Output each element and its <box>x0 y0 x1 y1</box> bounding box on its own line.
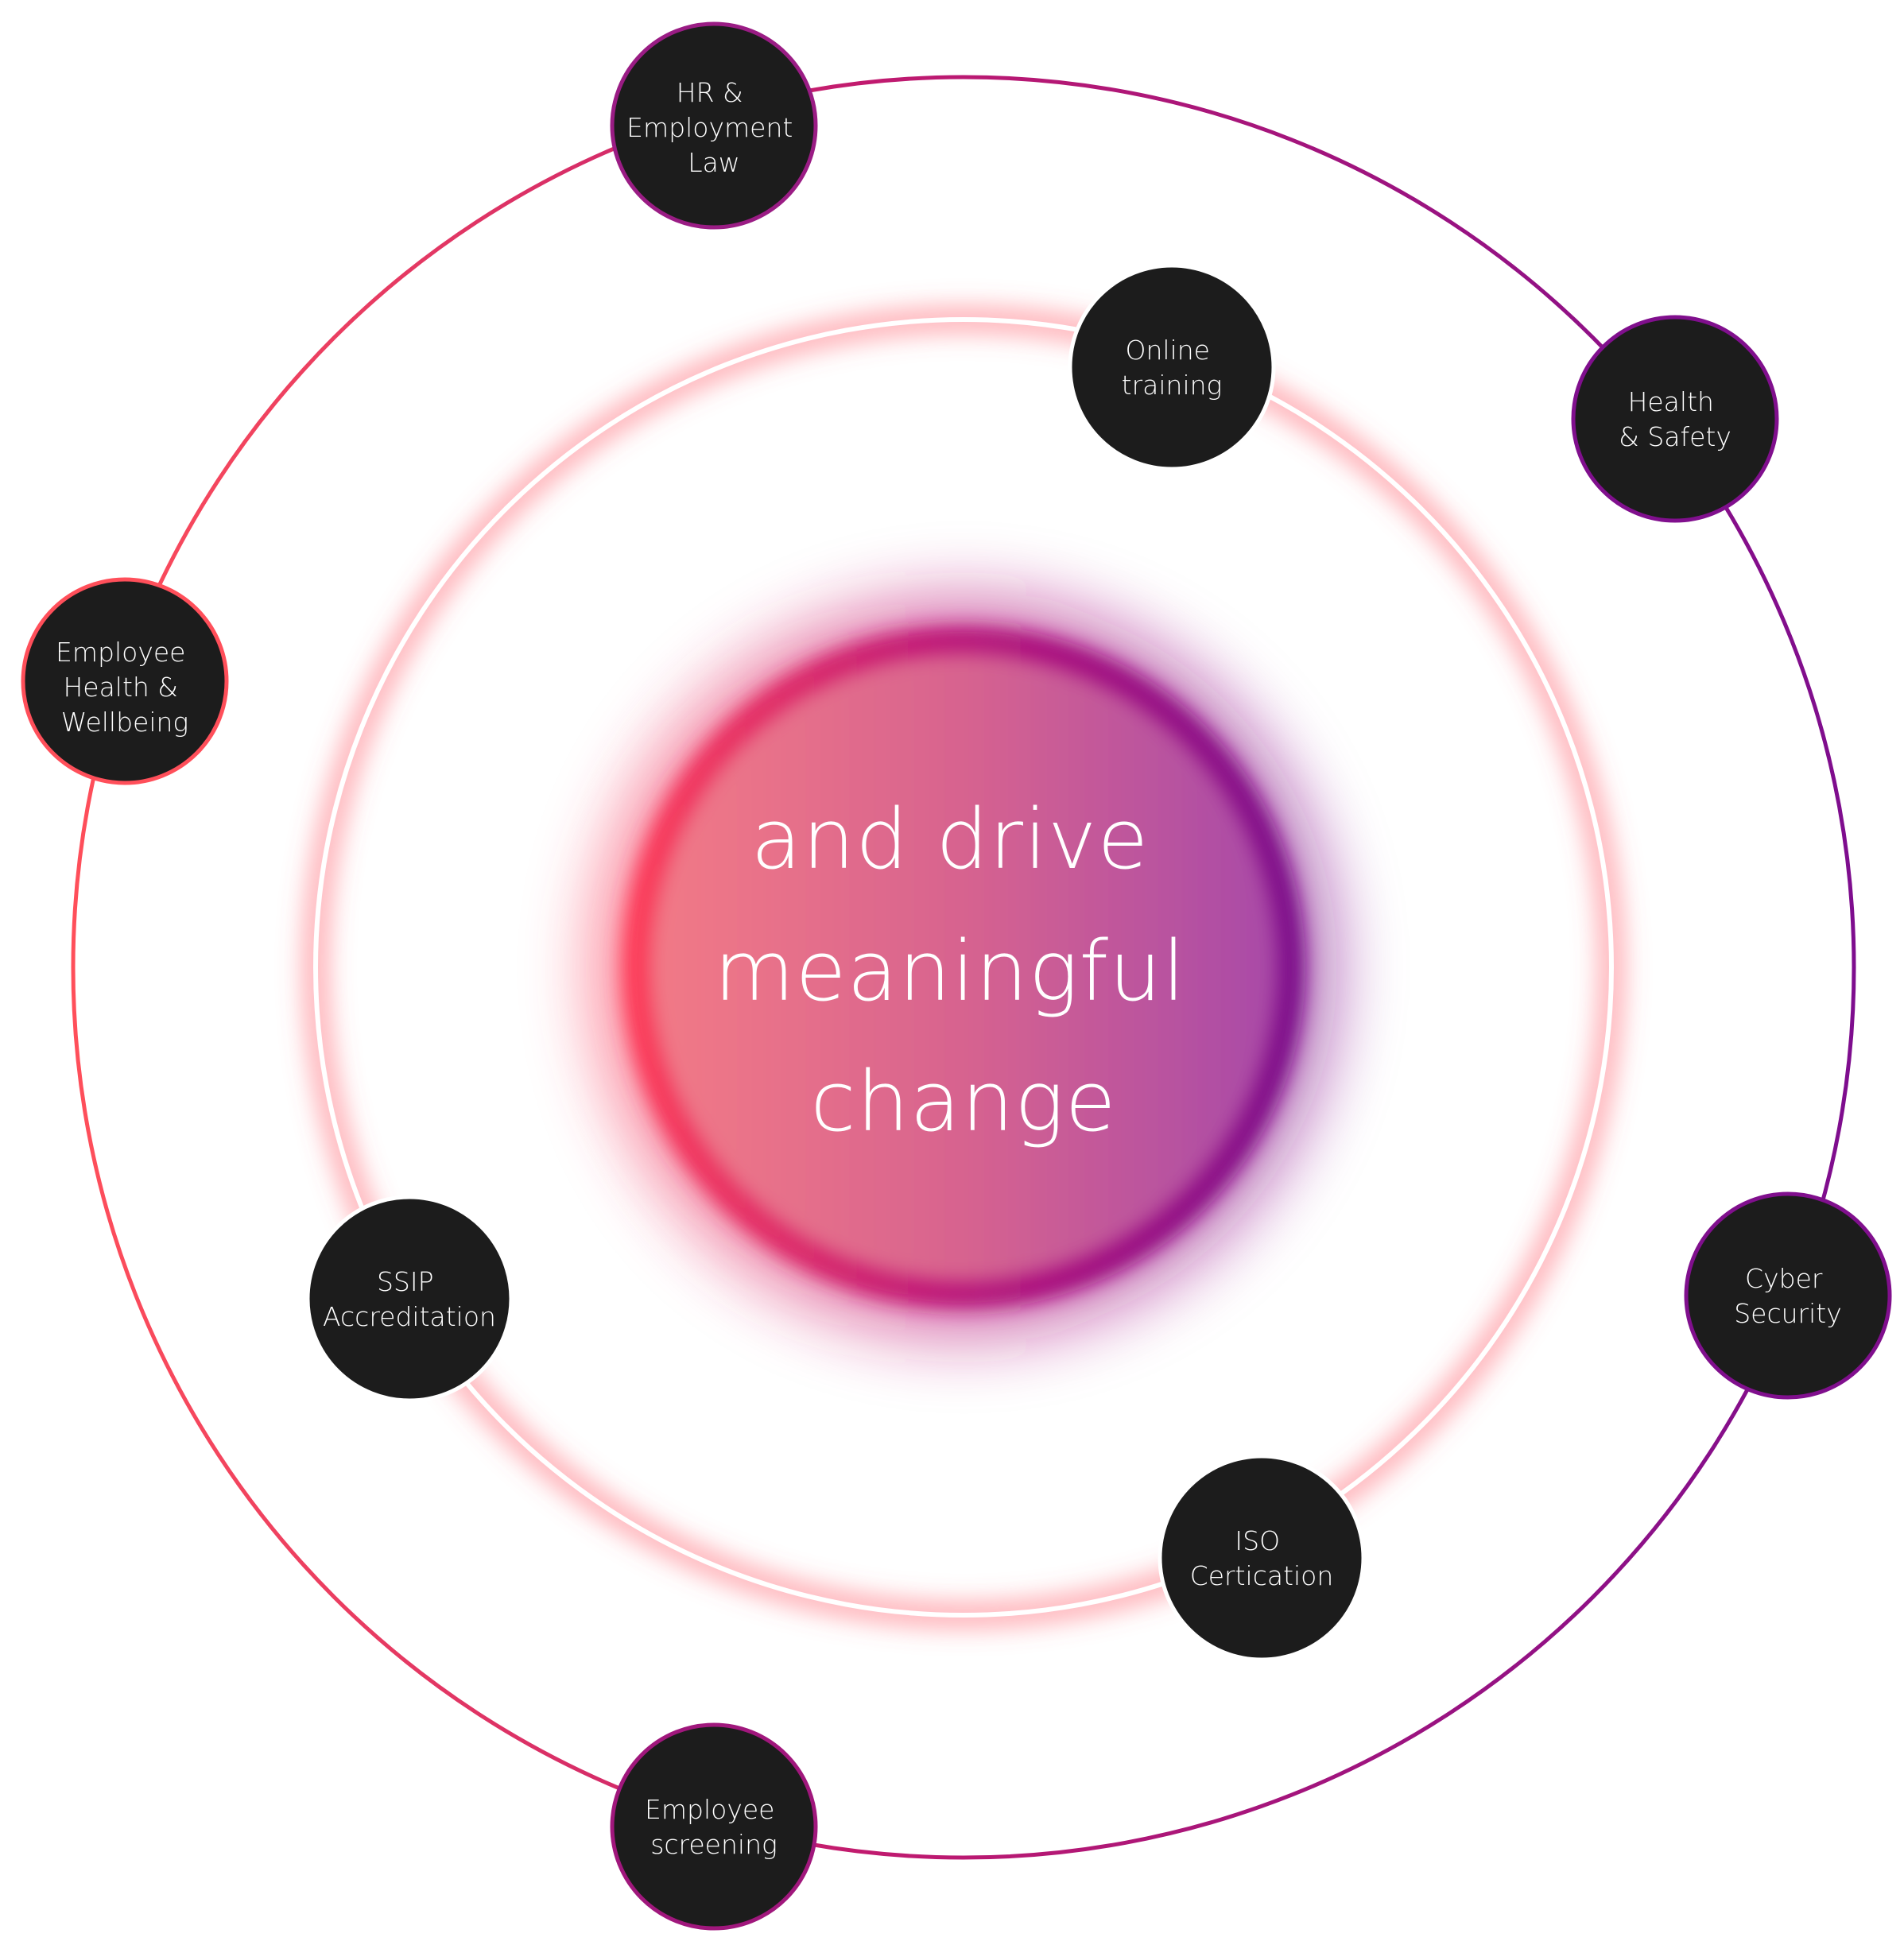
node-iso-certication[interactable]: ISO Certication <box>1158 1454 1366 1662</box>
node-label-line: SSIP <box>377 1266 434 1297</box>
node-employee-screening[interactable]: Employee screening <box>610 1722 818 1931</box>
node-ssip-accreditation[interactable]: SSIP Accreditation <box>305 1195 514 1403</box>
node-label-line: & Safety <box>1619 421 1731 452</box>
svg-text:Employee screening: Employee screening <box>645 1794 783 1860</box>
svg-text:Employee Health &: Employee Health & Wellbeing <box>56 637 194 738</box>
center-line-2: meaningful <box>714 923 1186 1020</box>
node-label-line: Health <box>1628 386 1714 417</box>
node-label-line: Security <box>1734 1298 1842 1329</box>
center-line-3: change <box>810 1053 1116 1150</box>
svg-text:Health & Safety: Health & Safety <box>1619 386 1731 452</box>
node-label-line: Certication <box>1190 1560 1334 1591</box>
node-label-line: Employee <box>645 1794 774 1825</box>
node-label-line: screening <box>650 1829 777 1860</box>
svg-text:Online training: Online training <box>1122 335 1223 401</box>
node-label-line: training <box>1122 370 1223 401</box>
node-label-line: Health & <box>63 672 178 703</box>
node-employee-health-wellbeing[interactable]: Employee Health & Wellbeing <box>21 577 229 785</box>
node-hr-employment-law[interactable]: HR & Employment Law <box>610 21 818 230</box>
center-core <box>650 653 1278 1281</box>
node-label-line: Online <box>1126 335 1210 366</box>
node-label-line: Wellbeing <box>61 707 188 738</box>
svg-text:ISO Certication: ISO Certication <box>1190 1525 1334 1591</box>
node-label-line: Law <box>688 147 740 178</box>
center-line-1: and drive <box>751 791 1150 888</box>
svg-text:HR & Employment La: HR & Employment Law <box>626 77 801 178</box>
node-health-safety[interactable]: Health & Safety <box>1571 315 1779 523</box>
node-label-line: Accreditation <box>323 1301 496 1332</box>
node-label-line: Employment <box>626 112 793 143</box>
node-label-line: HR & <box>677 77 743 108</box>
svg-text:SSIP Accreditation: SSIP Accreditation <box>323 1266 496 1332</box>
node-cyber-security[interactable]: Cyber Security <box>1684 1191 1892 1400</box>
node-label-line: Cyber <box>1745 1263 1823 1294</box>
center-text: and drive meaningful change <box>714 791 1213 1150</box>
svg-text:Cyber Security: Cyber Security <box>1734 1263 1842 1329</box>
node-label-line: Employee <box>56 637 185 668</box>
node-label-line: ISO <box>1235 1525 1280 1556</box>
node-online-training[interactable]: Online training <box>1068 263 1276 471</box>
inner-orbit-ring <box>313 317 1614 1618</box>
outer-orbit-ring <box>71 75 1856 1860</box>
